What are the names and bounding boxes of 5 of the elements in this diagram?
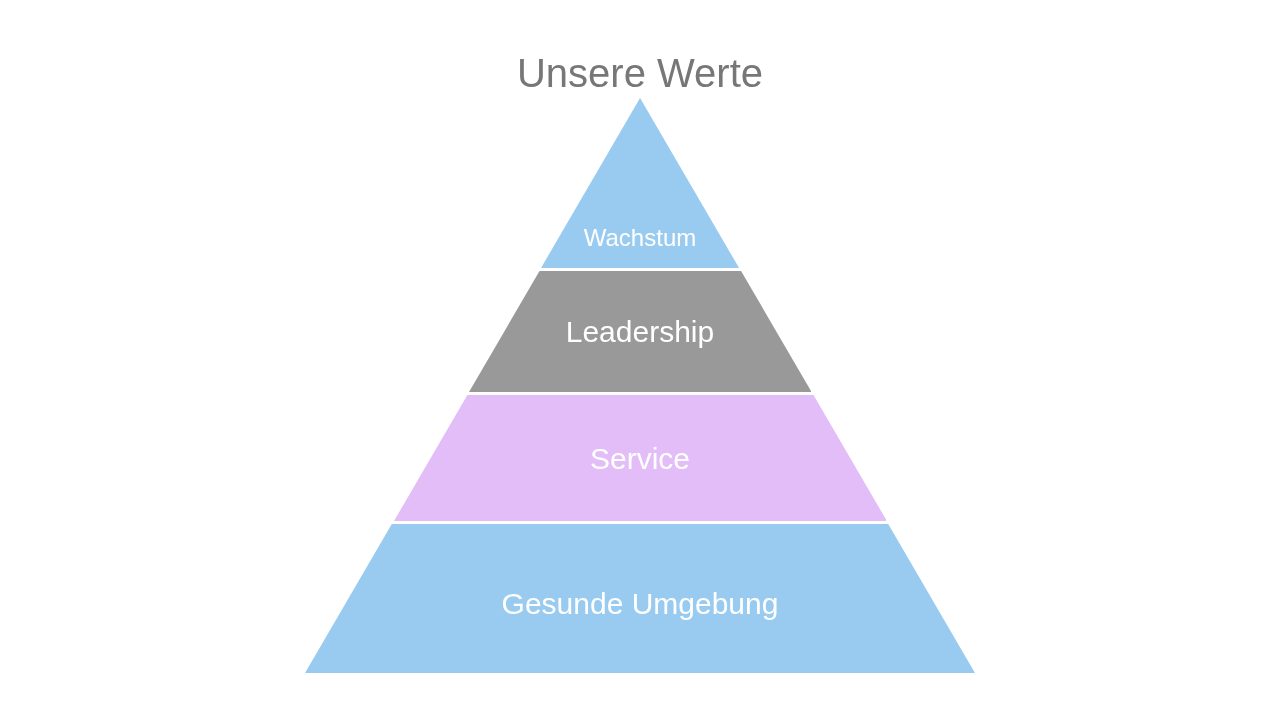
layer-label: Wachstum <box>583 223 697 253</box>
layer-label: Gesunde Umgebung <box>501 586 779 622</box>
layer-label: Leadership <box>565 314 715 350</box>
layer-label: Service <box>589 440 690 477</box>
title: Unsere Werte <box>517 50 763 97</box>
